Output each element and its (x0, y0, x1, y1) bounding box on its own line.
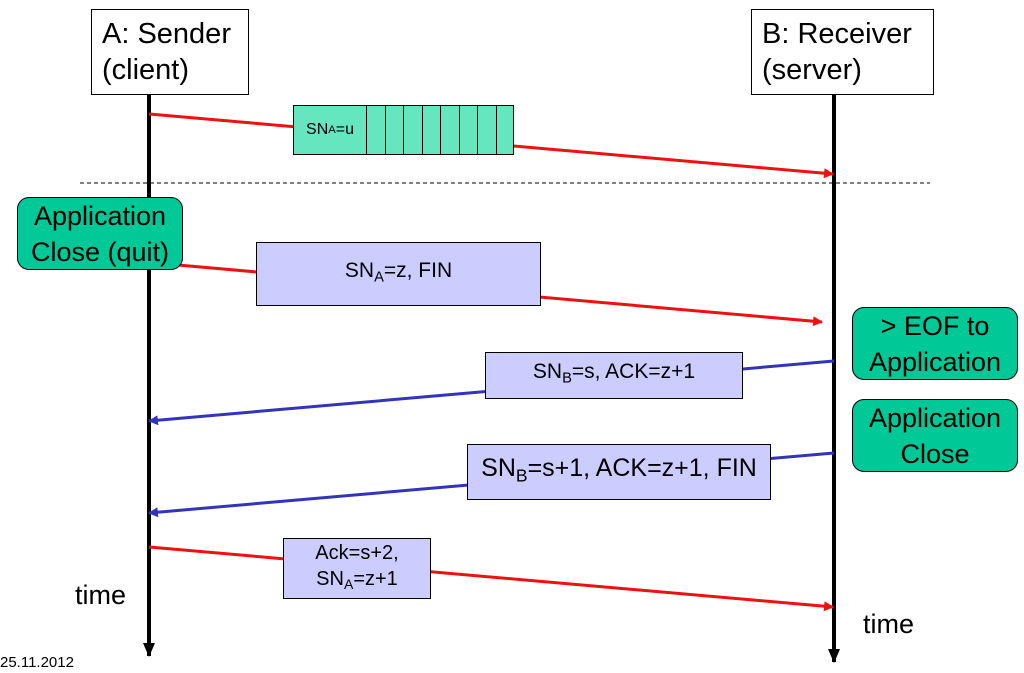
date-footer: 25.11.2012 (0, 654, 74, 671)
sender-role: (client) (102, 54, 190, 86)
data-buffer-cell (404, 106, 423, 154)
receiver-title: B: Receiver (762, 18, 912, 50)
receiver-time-label: time (863, 609, 915, 639)
receiver-role: (server) (762, 54, 862, 86)
final-ack-line1: Ack=s+2, (315, 541, 399, 564)
final-ack-arrow (148, 545, 834, 612)
sender-time-label: time (75, 580, 127, 610)
final-ack-message: Ack=s+2, SNA=z+1 (283, 538, 431, 599)
sender-header: A: Sender (client) (91, 9, 249, 95)
ack-b-text: SNB=s, ACK=z+1 (532, 360, 696, 387)
data-buffer-cell (460, 106, 478, 154)
ack-b-message: SNB=s, ACK=z+1 (485, 352, 743, 399)
data-buffer-cell (478, 106, 497, 154)
fin-b-text: SNB=s+1, ACK=z+1, FIN (481, 454, 757, 486)
data-buffer-cell (423, 106, 441, 154)
fin-a-message: SNA=z, FIN (256, 242, 541, 306)
data-buffer-cell (386, 106, 404, 154)
sender-title: A: Sender (102, 18, 231, 50)
data-buffer-cell (441, 106, 460, 154)
final-ack-line2: SNA=z+1 (316, 567, 398, 593)
data-buffer-cell (367, 106, 386, 154)
receiver-header: B: Receiver (server) (751, 9, 934, 95)
fin-b-message: SNB=s+1, ACK=z+1, FIN (467, 444, 771, 500)
fin-a-text: SNA=z, FIN (344, 258, 453, 286)
